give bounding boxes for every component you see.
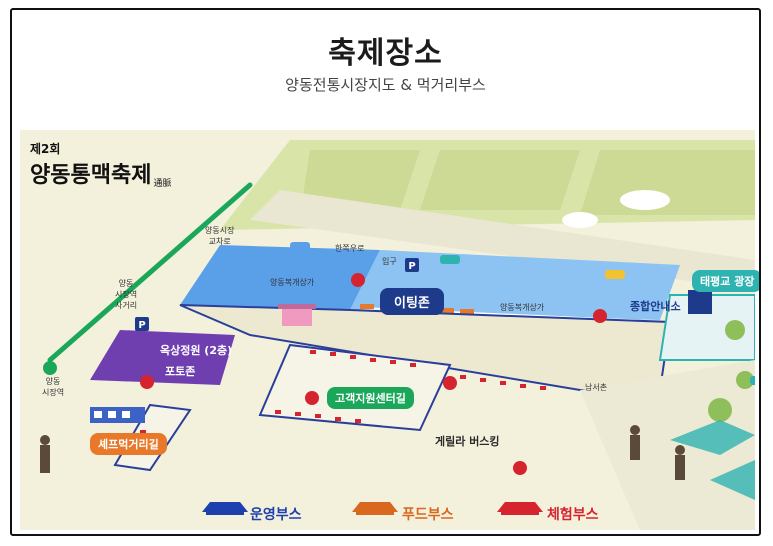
legend-operation-label: 운영부스 bbox=[250, 507, 302, 523]
legend-operation-booth: 운영부스 bbox=[250, 504, 302, 524]
logo-name: 양동통맥축제 bbox=[30, 163, 152, 188]
experience-booth-icon bbox=[497, 502, 543, 515]
street-left[interactable] bbox=[180, 245, 380, 310]
operation-booth-icon bbox=[202, 502, 248, 515]
info-booth-icon bbox=[688, 290, 712, 314]
rooftop-zone[interactable] bbox=[90, 330, 235, 385]
legend-experience-booth: 체험부스 bbox=[547, 504, 599, 524]
map-canvas: P P bbox=[20, 130, 759, 530]
legend-food-label: 푸드부스 bbox=[402, 507, 454, 523]
label-entrance: 입구 bbox=[382, 257, 397, 266]
label-namseochon: 남서촌 bbox=[585, 383, 608, 392]
svg-text:P: P bbox=[138, 320, 145, 331]
photo-zone-label[interactable]: 포토존 bbox=[165, 365, 196, 378]
chef-food-street-tag[interactable]: 셰프먹거리길 bbox=[90, 433, 167, 455]
customer-center-street-tag[interactable]: 고객지원센터길 bbox=[327, 387, 414, 409]
taepyeonggyo-square-tag[interactable]: 태평교 광장 bbox=[692, 270, 759, 292]
label-market-building-2: 양동복개상가 bbox=[500, 303, 545, 312]
guerrilla-busking-label[interactable]: 게릴라 버스킹 bbox=[435, 435, 500, 448]
logo-edition: 제2회 bbox=[30, 142, 61, 156]
info-center-label[interactable]: 종합안내소 bbox=[630, 300, 681, 313]
green-path bbox=[47, 182, 253, 363]
label-yangdong-station: 양동 시장역 bbox=[42, 377, 65, 397]
legend-experience-label: 체험부스 bbox=[547, 507, 599, 523]
rooftop-garden-label[interactable]: 옥상정원 (2층) bbox=[160, 344, 233, 357]
person-icon bbox=[40, 425, 685, 480]
page-title: 축제장소 bbox=[328, 36, 443, 71]
cloud-icon bbox=[562, 190, 670, 228]
page-subtitle: 양동전통시장지도 & 먹거리부스 bbox=[285, 76, 486, 94]
label-market-intersection: 양동시장 교차로 bbox=[205, 226, 235, 246]
label-market-building-1: 양동복개상가 bbox=[270, 278, 315, 287]
logo-hanja: 通脈 bbox=[153, 179, 172, 189]
parking-icon: P P bbox=[135, 258, 419, 331]
legend-food-booth: 푸드부스 bbox=[402, 504, 454, 524]
subway-station-icon bbox=[43, 361, 57, 375]
food-booth-icon bbox=[352, 502, 398, 515]
eating-zone-tag[interactable]: 이팅존 bbox=[380, 288, 444, 315]
festival-logo: 제2회 양동통맥축제 通脈 bbox=[30, 140, 171, 189]
stage-icon bbox=[278, 304, 316, 326]
festival-map[interactable]: P P bbox=[20, 130, 759, 530]
page-frame: 축제장소 양동전통시장지도 & 먹거리부스 bbox=[10, 8, 761, 536]
label-one-way: 한쪽우로 bbox=[335, 244, 365, 253]
svg-text:P: P bbox=[408, 261, 415, 272]
restroom-icon bbox=[140, 273, 607, 475]
building-icon bbox=[90, 407, 145, 423]
tree-icon bbox=[708, 320, 754, 422]
label-station-intersection: 양동 시장역 사거리 bbox=[115, 279, 138, 310]
